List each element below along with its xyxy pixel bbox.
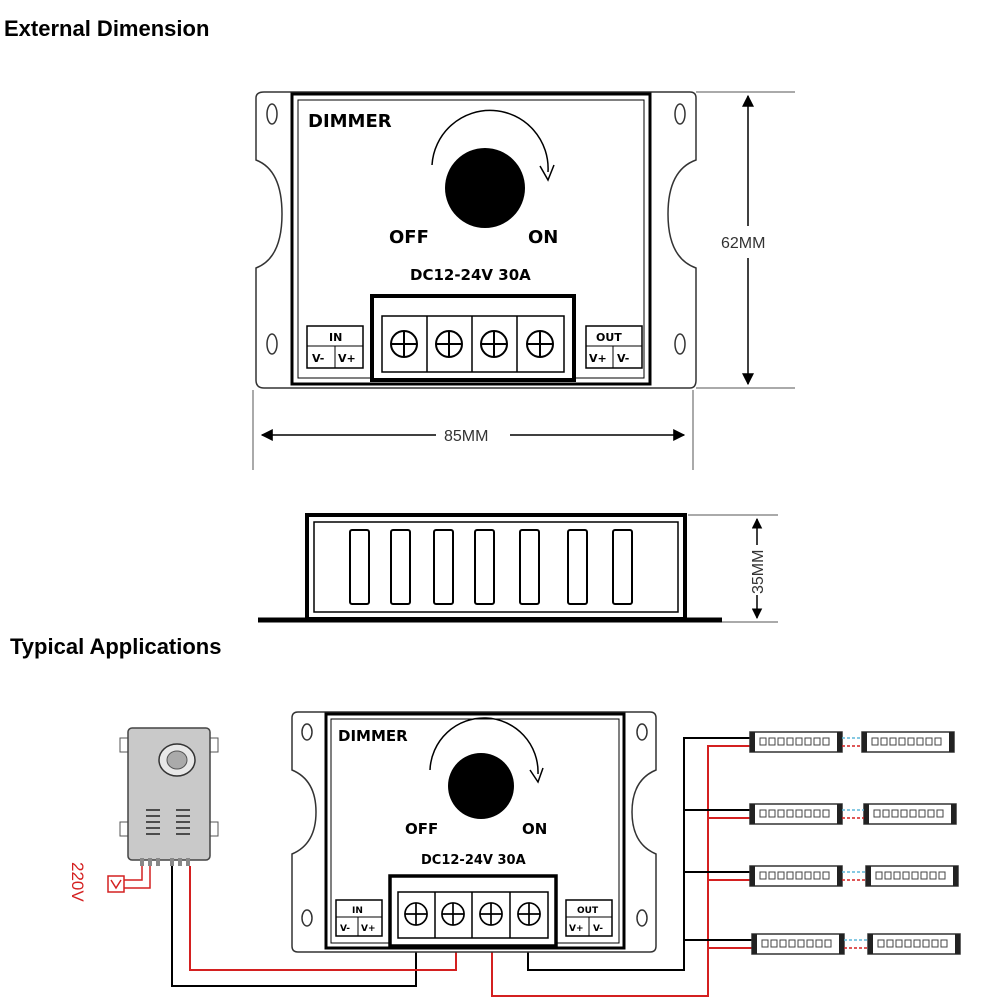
terminal-screw [390, 330, 418, 358]
vent-slot [433, 529, 454, 605]
input-voltage-label: 220V [68, 862, 87, 902]
out-v-plus-label: V+ [589, 352, 607, 365]
out-v-minus-label: V- [617, 352, 629, 365]
led-strip [751, 933, 845, 955]
led-strip [861, 731, 955, 753]
terminal-screw [526, 330, 554, 358]
out-box [585, 325, 643, 369]
typical-applications-heading: Typical Applications [10, 634, 222, 659]
mount-hole [301, 909, 313, 927]
in-v-minus-label: V- [312, 352, 324, 365]
out-label: OUT [577, 906, 599, 916]
in-v-minus-label: V- [340, 924, 350, 934]
external-dimension-heading: External Dimension [4, 16, 210, 41]
vent-slot [519, 529, 540, 605]
vent-slot [390, 529, 411, 605]
terminal-screw [435, 330, 463, 358]
terminal-screw [479, 902, 503, 926]
vent-slot [349, 529, 370, 605]
led-strip [867, 933, 961, 955]
in-box [335, 899, 383, 937]
mount-hole [674, 333, 686, 355]
dimmer-knob [445, 148, 525, 228]
mount-hole [301, 723, 313, 741]
mount-hole [636, 723, 648, 741]
rotation-arrow [429, 717, 539, 775]
terminal-screw [517, 902, 541, 926]
led-strip [749, 731, 843, 753]
dimension-width: 85MM [252, 390, 694, 470]
off-label: OFF [389, 227, 429, 248]
power-supply [119, 727, 219, 866]
dimmer-application-view: DIMMER OFF ON DC12-24V 30A IN V- V+ OUT … [291, 711, 657, 953]
led-strip [749, 803, 843, 825]
terminal-screw [441, 902, 465, 926]
mount-hole [266, 103, 278, 125]
dimension-height: 62MM [696, 91, 795, 389]
wire-negative-out [527, 737, 752, 971]
out-v-minus-label: V- [593, 924, 603, 934]
vent-slot [474, 529, 495, 605]
on-label: ON [522, 820, 547, 838]
in-v-plus-label: V+ [361, 924, 376, 934]
led-strip [865, 865, 959, 887]
out-label: OUT [596, 331, 622, 344]
vent-slot [612, 529, 633, 605]
terminal-screw [480, 330, 508, 358]
rating-label: DC12-24V 30A [421, 853, 526, 868]
wire-positive-out [491, 745, 752, 997]
in-v-plus-label: V+ [338, 352, 356, 365]
in-label: IN [329, 331, 342, 344]
led-strip [863, 803, 957, 825]
wire-positive-in [189, 866, 457, 971]
off-label: OFF [405, 820, 438, 838]
dimmer-knob [448, 753, 514, 819]
width-dimension-label: 85MM [444, 428, 488, 445]
in-label: IN [352, 906, 363, 916]
vent-slot [567, 529, 588, 605]
ac-input [107, 866, 151, 893]
dimmer-front-view: DIMMER OFF ON DC12-24V 30A IN V- V+ OUT … [255, 91, 697, 389]
dimmer-title: DIMMER [338, 727, 408, 745]
dimmer-title: DIMMER [308, 111, 392, 132]
on-label: ON [528, 227, 558, 248]
rating-label: DC12-24V 30A [410, 266, 531, 284]
height-dimension-label: 62MM [721, 235, 765, 252]
terminal-screw [404, 902, 428, 926]
out-v-plus-label: V+ [569, 924, 584, 934]
dimension-depth: 35MM [688, 514, 778, 623]
mount-hole [266, 333, 278, 355]
wire-negative-in [171, 866, 417, 987]
led-strips [749, 731, 961, 955]
mount-hole [674, 103, 686, 125]
led-strip [749, 865, 843, 887]
mount-hole [636, 909, 648, 927]
rotation-arrow [431, 109, 549, 173]
depth-dimension-label: 35MM [750, 550, 767, 594]
dimmer-side-view [258, 513, 722, 623]
